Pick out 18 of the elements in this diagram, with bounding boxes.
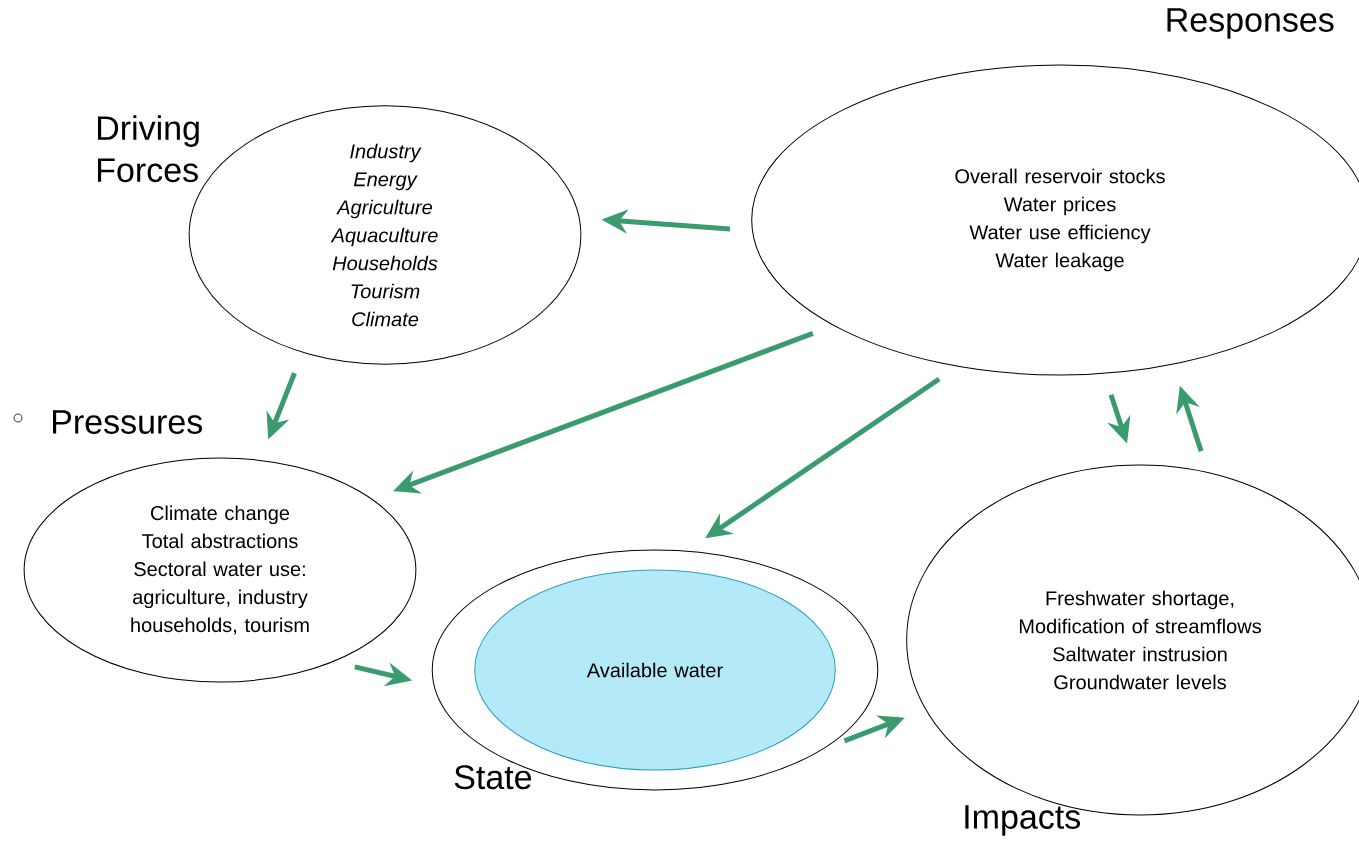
node-label: Energy xyxy=(353,172,418,191)
node-label: Aquaculture xyxy=(330,227,438,247)
node-label: Overall reservoir stocks xyxy=(955,168,1165,184)
node-label: Households xyxy=(332,255,438,271)
node-label: Water leakage xyxy=(995,252,1124,272)
node-label: Climate xyxy=(352,311,419,327)
node-label: Tourism xyxy=(351,283,420,299)
node-label: Water use efficiency xyxy=(969,224,1151,244)
node-label: Industry xyxy=(350,143,422,163)
node-label: Water prices xyxy=(1003,196,1116,216)
heading: Driving Forces xyxy=(98,115,199,183)
heading: Pressures xyxy=(53,410,202,434)
node-label: Freshwater shortage, xyxy=(1046,590,1234,610)
node-label: Modification of streamflows xyxy=(1019,618,1261,634)
node-label: Groundwater levels xyxy=(1054,674,1226,690)
heading: Responses xyxy=(1167,8,1334,39)
node-label: Saltwater instrusion xyxy=(1053,646,1227,662)
node-label: Agriculture xyxy=(336,199,433,219)
